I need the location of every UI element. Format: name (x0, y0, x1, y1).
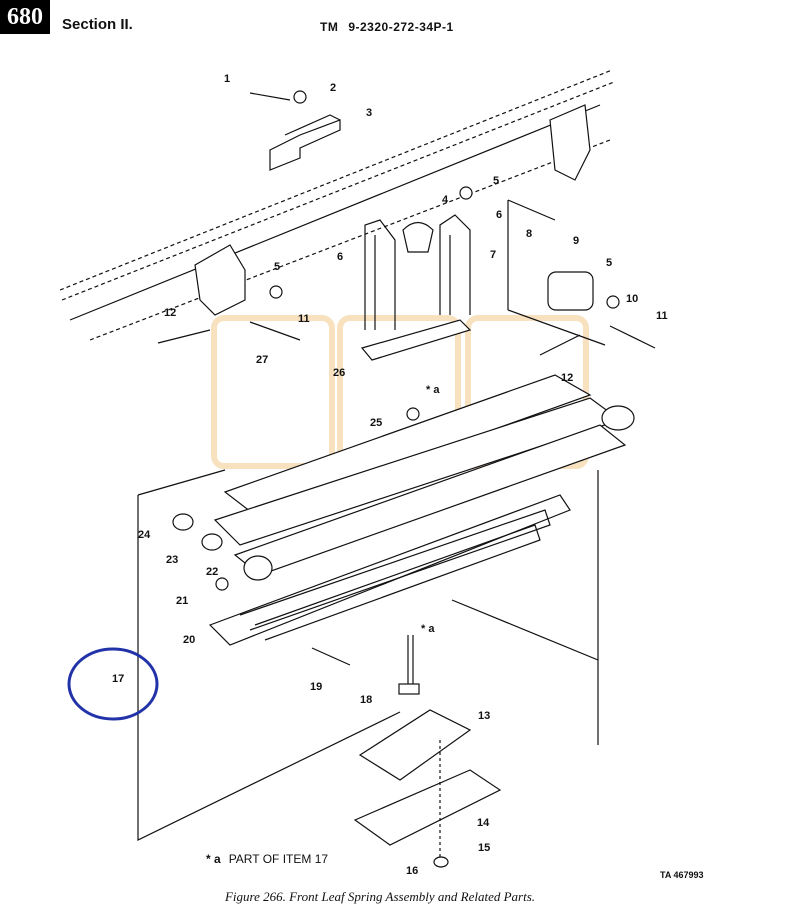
callout-label: 18 (360, 694, 372, 706)
footnote-marker: * a (206, 852, 221, 866)
callout-label: 9 (573, 235, 579, 247)
footnote: * a PART OF ITEM 17 (206, 852, 328, 866)
callout-label: 22 (206, 566, 218, 578)
tm-prefix: TM (320, 20, 339, 34)
callout-label: 24 (138, 529, 151, 541)
callout-label: 6 (337, 251, 343, 263)
callout-label: 11 (298, 313, 310, 325)
callout-label: 21 (176, 595, 188, 607)
tm-number: TM 9-2320-272-34P-1 (320, 20, 454, 34)
page-number: 680 (0, 0, 50, 34)
line-art (59, 69, 656, 868)
callout-label: 12 (561, 372, 573, 384)
callout-label: 3 (366, 107, 372, 119)
highlight-circle (67, 647, 159, 721)
part-marker: * a (426, 384, 440, 396)
callout-label: 2 (330, 82, 336, 94)
callout-label: 10 (626, 293, 638, 305)
callout-label: 19 (310, 681, 322, 693)
callout-label: 11 (656, 310, 668, 322)
callout-label: 6 (496, 209, 502, 221)
callout-label: 23 (166, 554, 178, 566)
callout-label: 26 (333, 367, 345, 379)
callout-label: 14 (477, 817, 490, 829)
callout-label: 25 (370, 417, 382, 429)
callout-label: 7 (490, 249, 496, 261)
section-title: Section II. (62, 16, 133, 33)
tm-code: 9-2320-272-34P-1 (348, 20, 454, 34)
callout-label: 5 (493, 175, 499, 187)
callout-label: 15 (478, 842, 490, 854)
callout-label: 13 (478, 710, 490, 722)
callout-label: 5 (606, 257, 612, 269)
part-marker: * a (421, 623, 435, 635)
footnote-text: PART OF ITEM 17 (228, 852, 329, 866)
callout-label: 1 (224, 73, 230, 85)
figure-caption: Figure 266. Front Leaf Spring Assembly a… (224, 889, 536, 904)
callout-label: 17 (112, 673, 124, 685)
callout-label: 27 (256, 354, 268, 366)
callout-label: 16 (406, 865, 418, 877)
ta-number: TA 467993 (660, 870, 704, 880)
callout-label: 8 (526, 228, 532, 240)
callout-labels: 1 2 3 4 5 5 5 6 6 7 8 9 10 11 11 12 12 1… (112, 73, 668, 877)
callout-label: 12 (164, 307, 176, 319)
callout-label: 4 (442, 194, 449, 206)
callout-label: 5 (274, 261, 280, 273)
callout-label: 20 (183, 634, 195, 646)
